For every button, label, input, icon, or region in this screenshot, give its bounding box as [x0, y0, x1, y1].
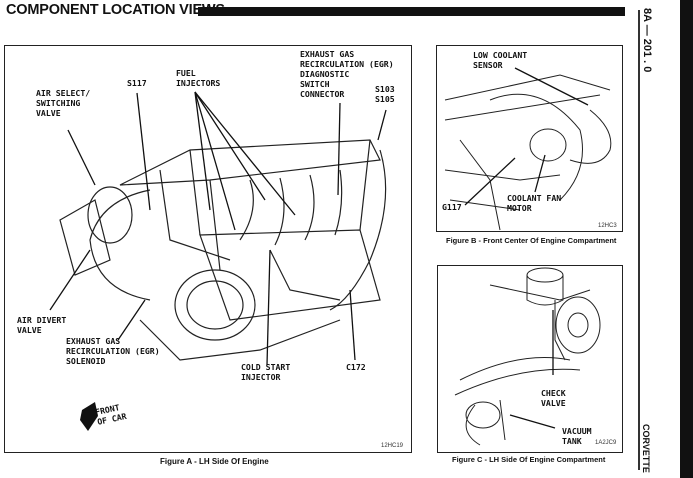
- figure-c-drawing: [454, 267, 601, 446]
- figure-b-frame: [436, 45, 623, 232]
- page-edge-strip: [680, 0, 693, 478]
- label-s117: S117: [127, 78, 147, 88]
- figure-b-caption: Figure B - Front Center Of Engine Compar…: [446, 236, 617, 245]
- page-title: COMPONENT LOCATION VIEWS: [6, 2, 225, 18]
- label-coolant-fan-motor: COOLANT FAN MOTOR: [507, 193, 562, 213]
- title-rule: [198, 7, 625, 16]
- margin-rule: [638, 10, 640, 470]
- figure-a-leader-lines: [49, 91, 387, 366]
- label-fuel-injectors: FUEL INJECTORS: [176, 68, 221, 88]
- label-air-select-switching-valve: AIR SELECT/ SWITCHING VALVE: [36, 88, 91, 118]
- figure-b-drawing: [444, 74, 612, 231]
- figure-a-engine-drawing: [59, 139, 387, 361]
- label-egr-solenoid: EXHAUST GAS RECIRCULATION (EGR) SOLENOID: [66, 336, 160, 366]
- figure-b-leader-lines: [464, 67, 589, 206]
- figure-c-code: 1A2JC9: [595, 440, 617, 446]
- figure-a-caption: Figure A - LH Side Of Engine: [160, 457, 269, 466]
- figure-c-leader-lines: [509, 310, 556, 429]
- label-low-coolant-sensor: LOW COOLANT SENSOR: [473, 50, 528, 70]
- label-air-divert-valve: AIR DIVERT VALVE: [17, 315, 67, 335]
- label-s103-s105: S103 S105: [375, 84, 395, 104]
- figure-c-caption: Figure C - LH Side Of Engine Compartment: [452, 455, 606, 464]
- figure-c-frame: [437, 265, 623, 453]
- label-g117: G117: [442, 202, 462, 212]
- front-of-car-arrow-icon: [80, 402, 98, 431]
- label-cold-start-injector: COLD START INJECTOR: [241, 362, 291, 382]
- figure-a-code: 12HC19: [381, 443, 404, 449]
- label-egr-diagnostic-switch-connector: EXHAUST GAS RECIRCULATION (EGR) DIAGNOST…: [300, 49, 394, 99]
- figure-a-frame: [4, 45, 412, 453]
- label-vacuum-tank: VACUUM TANK: [562, 426, 592, 446]
- label-c172: C172: [346, 362, 366, 372]
- label-check-valve: CHECK VALVE: [541, 388, 566, 408]
- figure-b-code: 12HC3: [598, 223, 617, 229]
